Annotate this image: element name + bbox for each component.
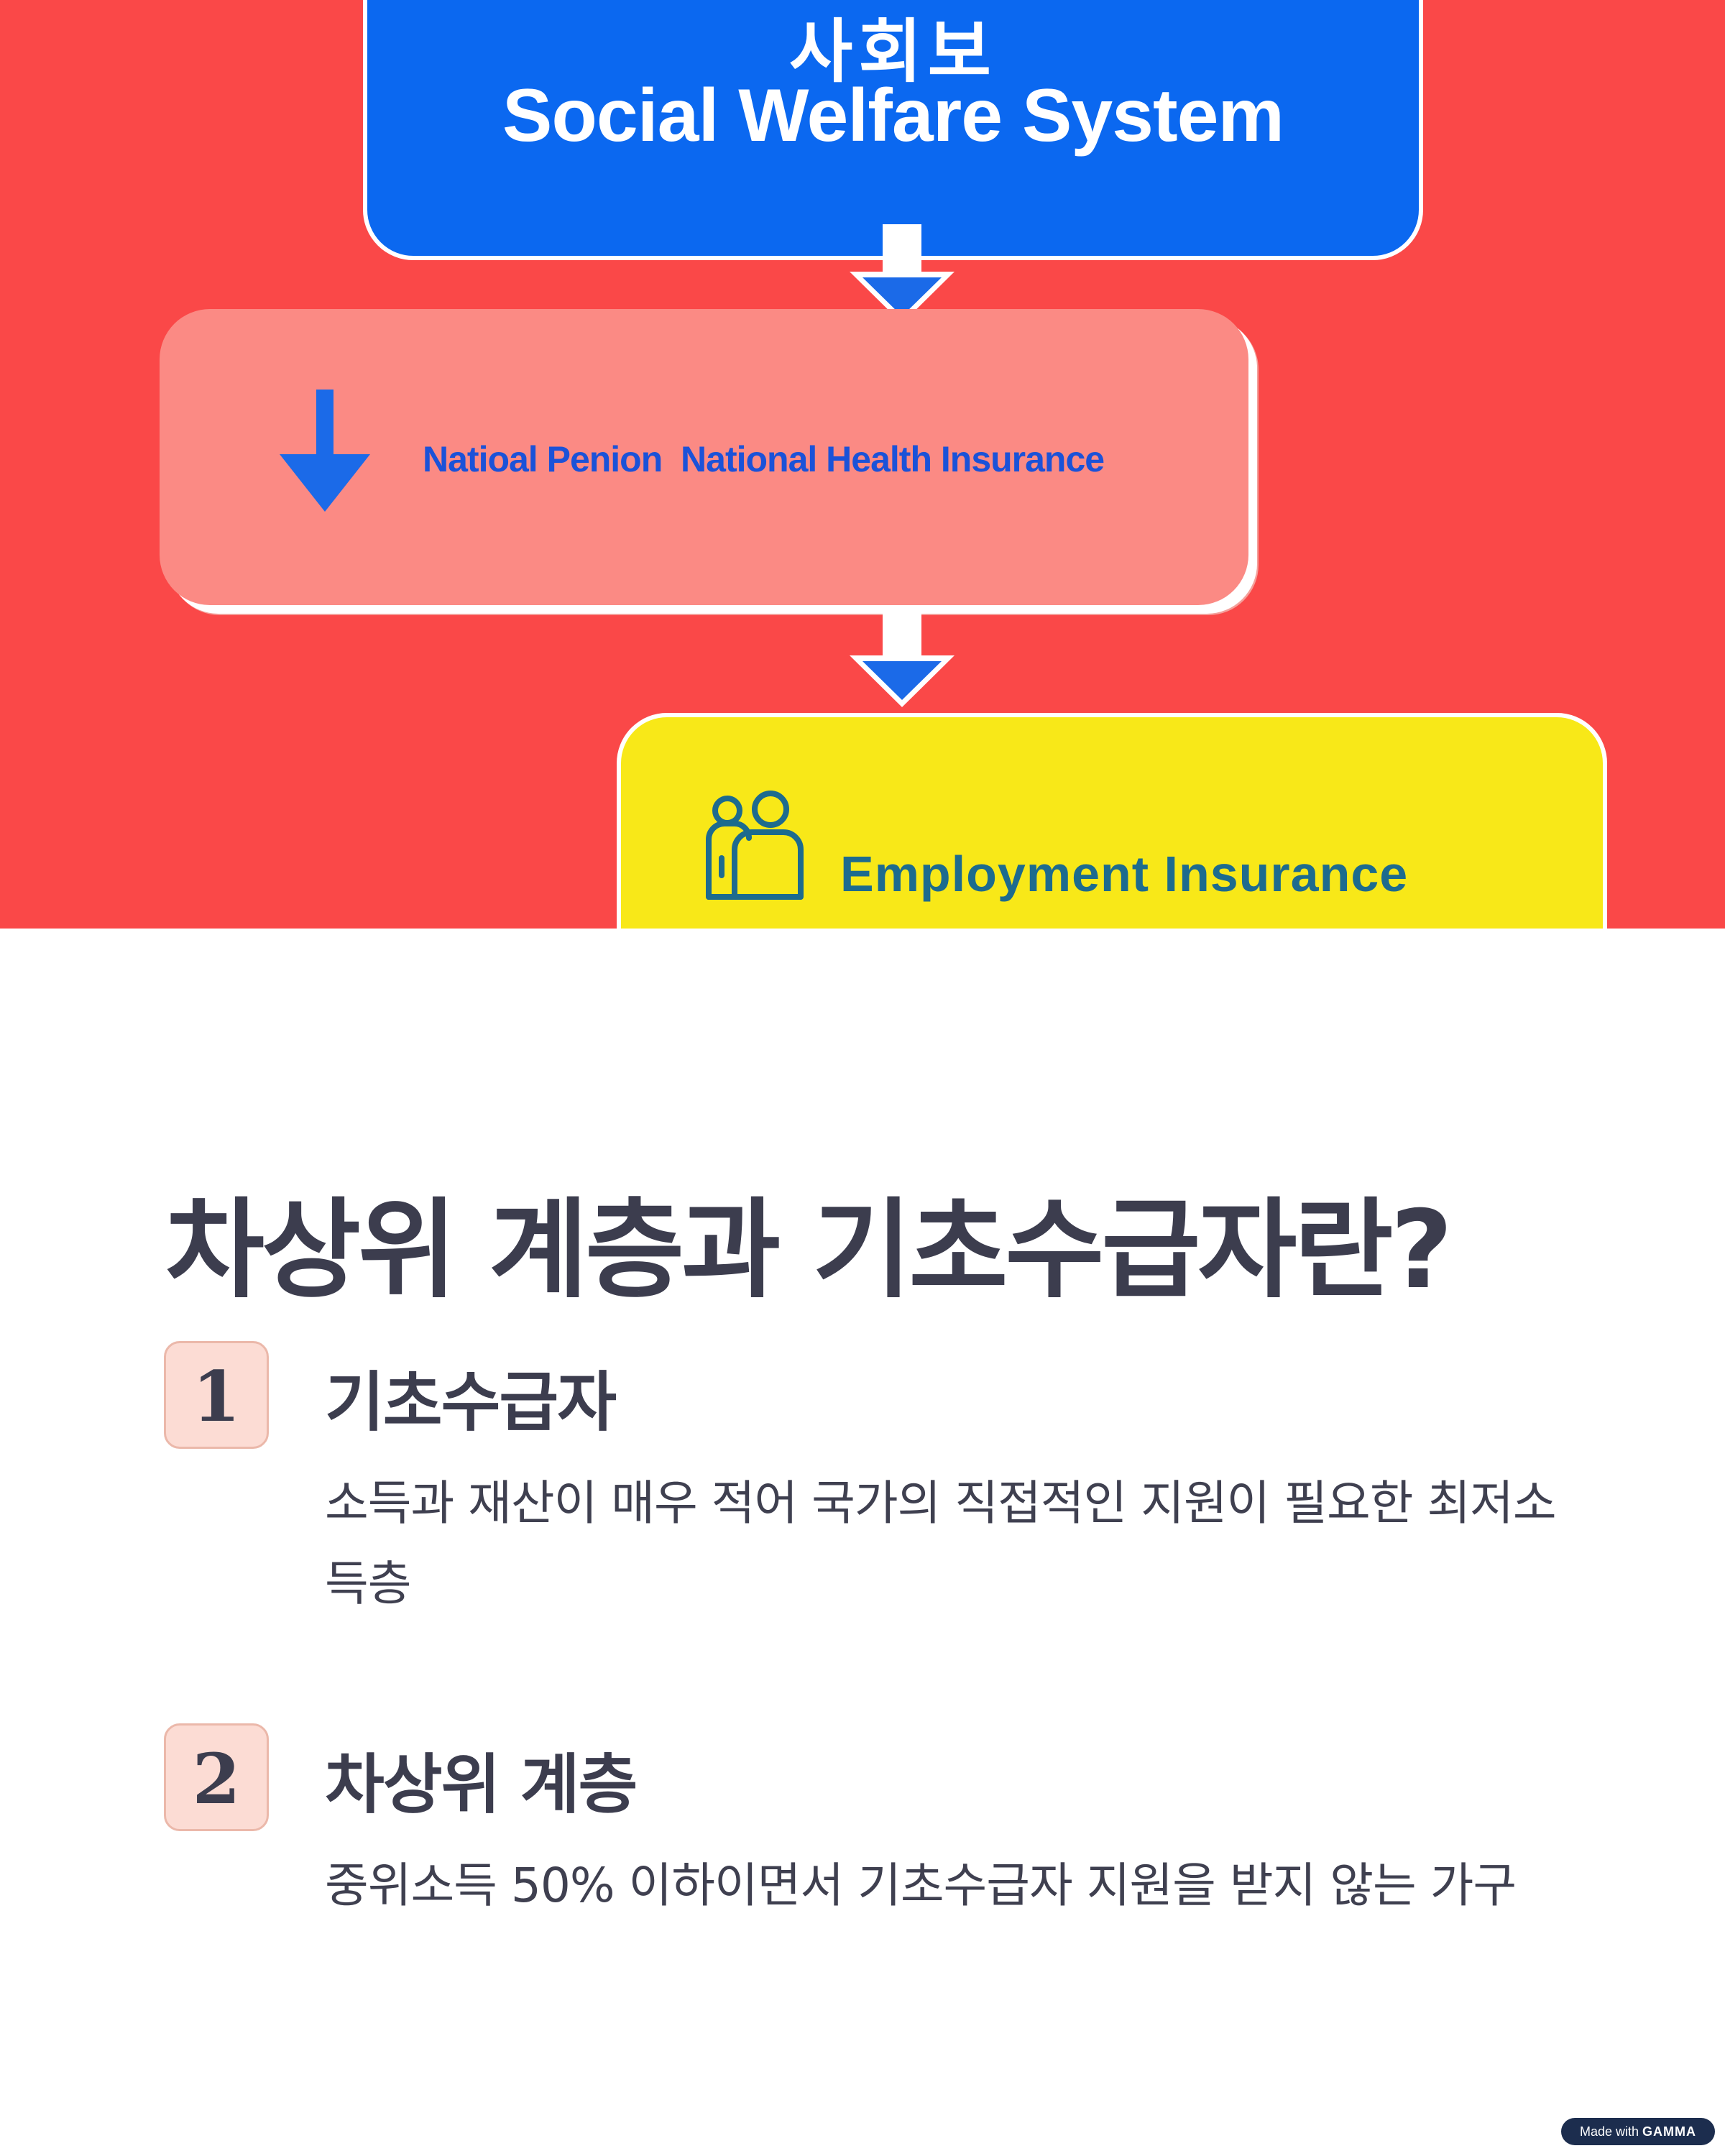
page-title: 차상위 계층과 기초수급자란? bbox=[165, 1188, 1453, 1313]
people-icon bbox=[706, 791, 804, 900]
hero-korean-title: 사회보 bbox=[789, 11, 997, 92]
insurance-label: Natioal Penion National Health Insurance bbox=[423, 439, 1105, 479]
item-title-2: 차상위 계층 bbox=[325, 1747, 638, 1823]
item-description-1: 소득과 재산이 매우 적어 국가의 직접적인 지원이 필요한 최저소득층 bbox=[325, 1475, 1557, 1611]
hero-english-title: Social Welfare System bbox=[502, 74, 1284, 157]
arrow-down-icon bbox=[850, 224, 954, 323]
made-with-gamma-badge[interactable]: Made with GAMMA bbox=[1561, 2118, 1715, 2145]
hero-illustration: 사회보 Social Welfare System Natioal Penion… bbox=[0, 0, 1725, 929]
number-badge-2: 2 bbox=[164, 1723, 269, 1831]
employment-insurance-label: Employment Insurance bbox=[840, 846, 1409, 902]
number-badge-1: 1 bbox=[164, 1341, 269, 1449]
gamma-logo: GAMMA bbox=[1642, 2124, 1697, 2139]
employment-insurance-box: Employment Insurance bbox=[617, 713, 1607, 929]
arrow-down-icon bbox=[280, 390, 370, 512]
item-title-1: 기초수급자 bbox=[325, 1365, 617, 1440]
social-welfare-box: 사회보 Social Welfare System bbox=[363, 0, 1423, 260]
made-with-label: Made with bbox=[1579, 2124, 1639, 2139]
arrow-down-icon bbox=[850, 608, 954, 707]
insurance-box: Natioal Penion National Health Insurance bbox=[160, 309, 1248, 605]
item-description-2: 중위소득 50% 이하이면서 기초수급자 지원을 받지 않는 가구 bbox=[325, 1858, 1517, 1913]
